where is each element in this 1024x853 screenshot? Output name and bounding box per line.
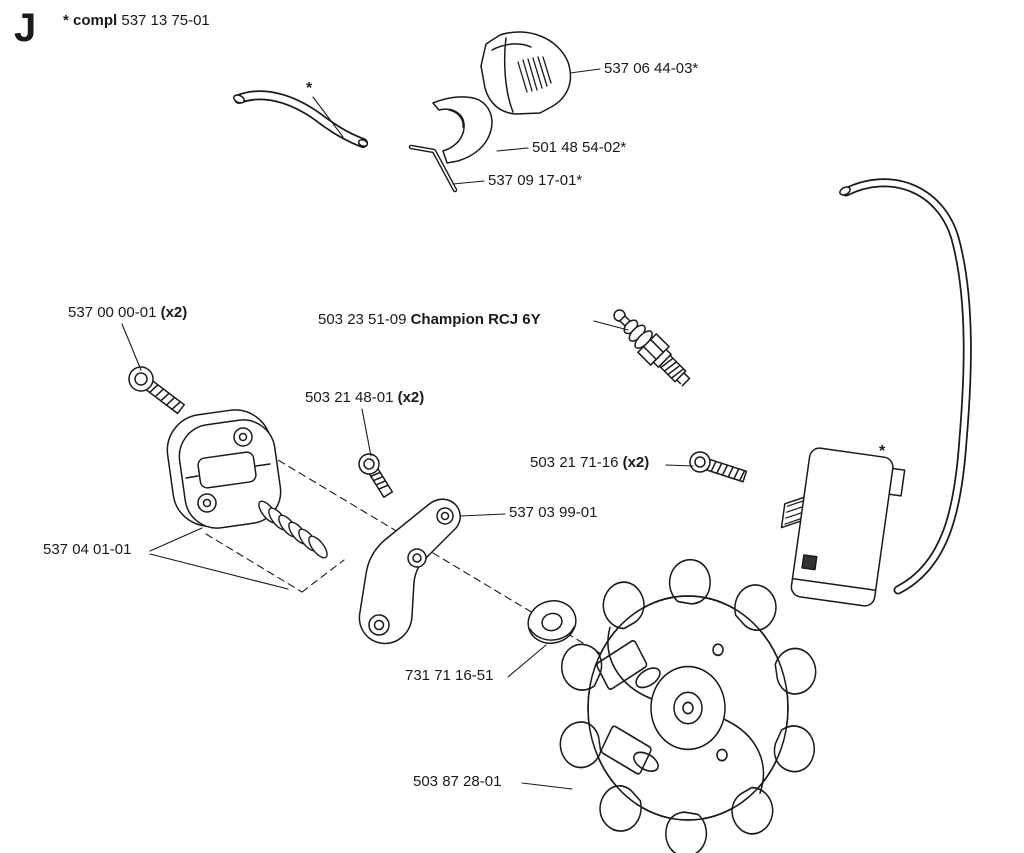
label-link-screw-num: 503 21 48-01 [305, 389, 394, 406]
label-clutch: 537 04 01-01 [43, 541, 132, 558]
leader-lines [121, 68, 694, 790]
label-nut: 731 71 16-51 [405, 667, 494, 684]
label-bracket: 501 48 54-02* [532, 139, 627, 156]
star-ignition-coil: * [879, 443, 886, 460]
compl-prefix: * compl [63, 12, 118, 29]
ignition-coil-part [780, 447, 906, 607]
flywheel-part [559, 558, 817, 853]
clutch-spring-part [258, 500, 328, 559]
linkage-plate-part [358, 498, 461, 645]
bracket-part [432, 96, 493, 164]
compl-number: 537 13 75-01 [121, 12, 210, 29]
spark-plug-wire [839, 178, 972, 595]
label-muffler-cover: 537 06 44-03* [604, 60, 699, 77]
label-pin: 537 09 17-01* [488, 172, 583, 189]
nut-part [527, 600, 577, 644]
section-letter: J [14, 6, 38, 50]
link-screw-part [358, 453, 394, 498]
clutch-assembly-part [166, 409, 282, 529]
label-coil-screw: 503 21 71-16 (x2) [530, 454, 650, 472]
label-flywheel: 503 87 28-01 [413, 773, 502, 790]
label-coil-screw-num: 503 21 71-16 [530, 454, 619, 471]
label-spark-plug-num: 503 23 51-09 [318, 311, 407, 328]
star-fuel-line: * [306, 80, 313, 97]
compl-label: * compl 537 13 75-01 [63, 12, 210, 29]
clutch-screw-part [128, 366, 185, 415]
label-link-screw-qty: (x2) [397, 389, 425, 406]
pin-part [408, 144, 458, 193]
muffler-cover-part [480, 31, 572, 115]
label-spark-plug-name: Champion RCJ 6Y [410, 311, 541, 328]
spark-plug-part [613, 309, 691, 387]
label-link-screw: 503 21 48-01 (x2) [305, 389, 425, 407]
assembly-axis-dashed-lines [205, 447, 689, 707]
label-linkage: 537 03 99-01 [509, 504, 598, 521]
label-clutch-screw-qty: (x2) [160, 304, 188, 321]
fuel-line [233, 90, 369, 148]
label-clutch-screw-num: 537 00 00-01 [68, 304, 157, 321]
label-clutch-screw: 537 00 00-01 (x2) [68, 304, 188, 322]
label-coil-screw-qty: (x2) [622, 454, 650, 471]
coil-screw-part [689, 451, 748, 483]
label-spark-plug: 503 23 51-09 Champion RCJ 6Y [318, 311, 541, 329]
